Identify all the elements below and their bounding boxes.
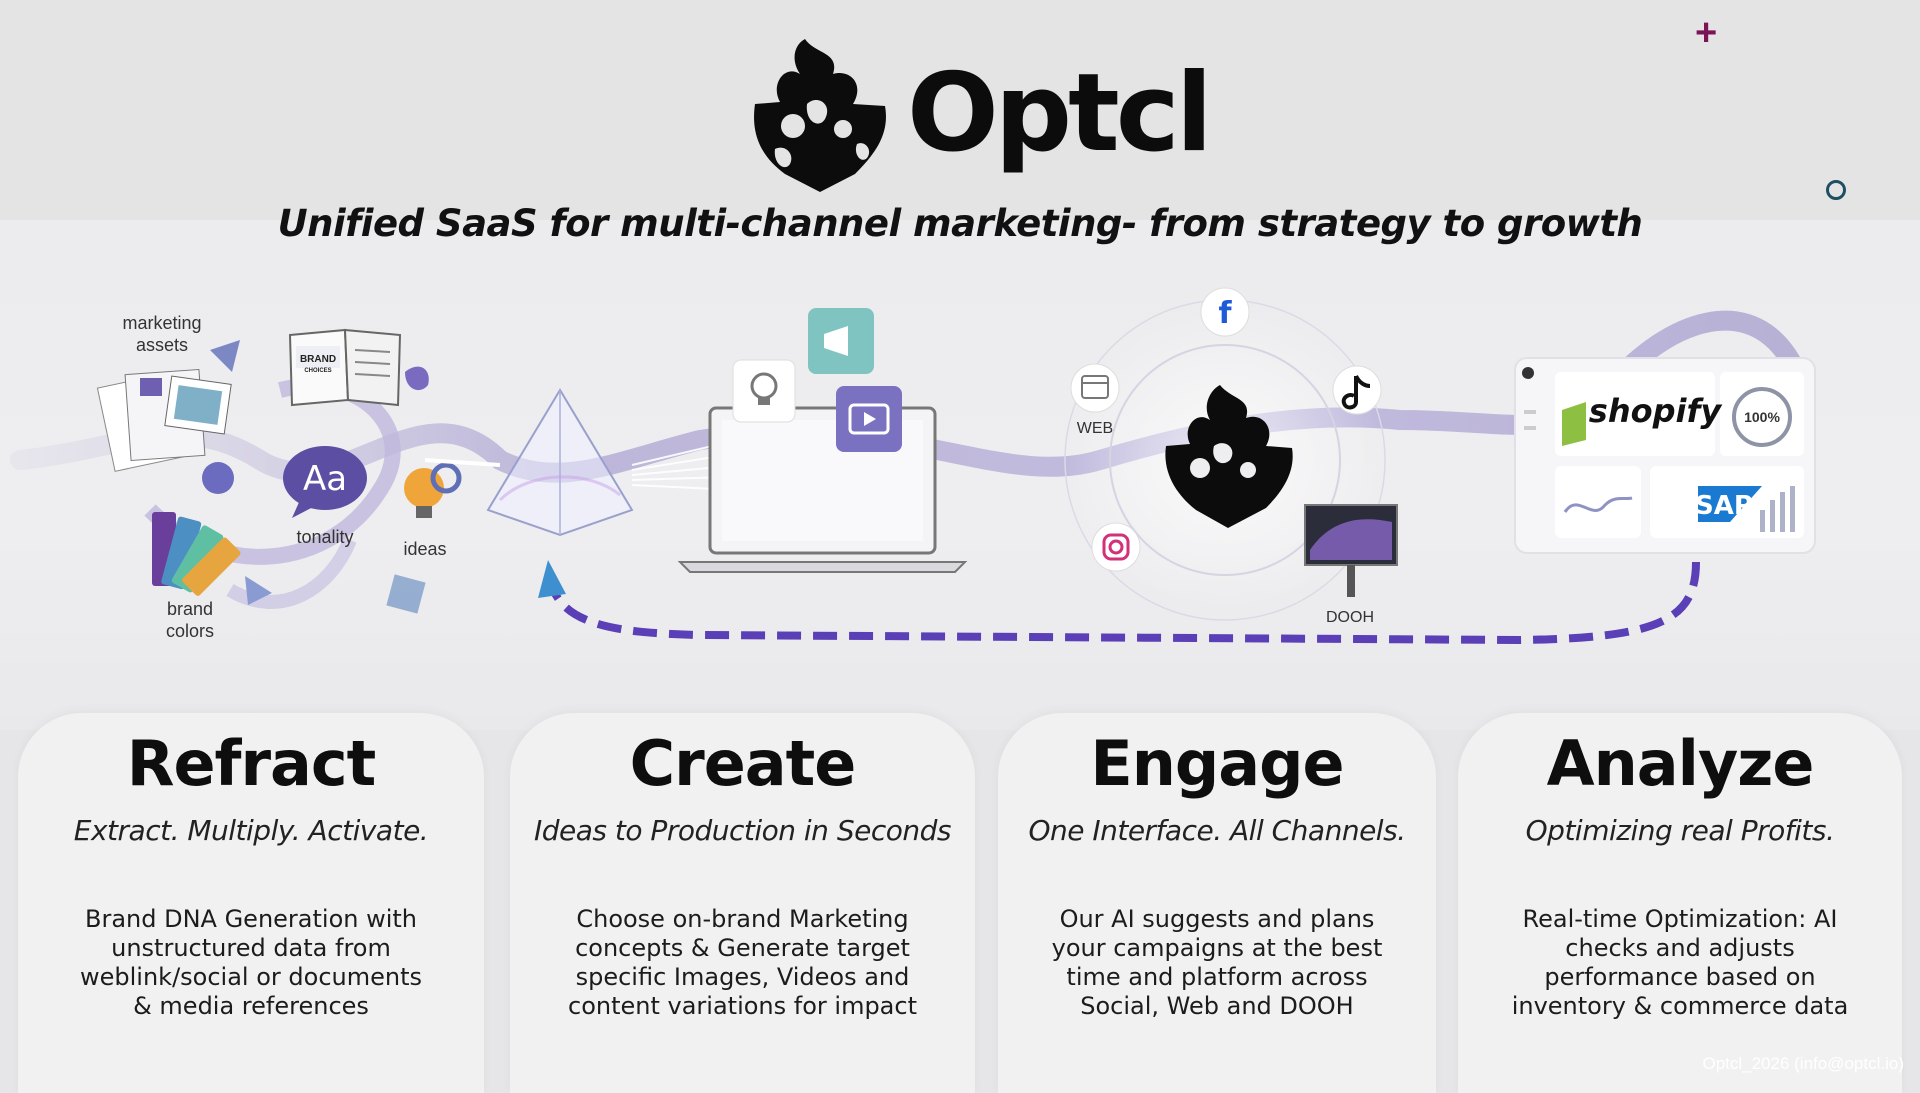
header-band <box>0 0 1920 220</box>
dashboard-panel-icon <box>1514 357 1816 554</box>
ideas-bulb-icon <box>404 462 462 518</box>
tonality-label: tonality <box>296 527 354 547</box>
instagram-icon <box>1091 522 1141 572</box>
brand-book-icon <box>288 328 402 407</box>
card-description: Real-time Optimization: AI checks and ad… <box>1511 905 1849 1020</box>
brand-colors-label: brand colors <box>165 599 214 641</box>
card-description: Brand DNA Generation with unstructured d… <box>80 905 422 1020</box>
logo: Optcl <box>745 34 1213 194</box>
card-description: Choose on-brand Marketing concepts & Gen… <box>568 905 917 1020</box>
gauge-value: 100% <box>1744 409 1780 425</box>
dooh-billboard-icon <box>1304 504 1398 597</box>
ideas-label: ideas <box>403 539 447 559</box>
arrow-head-icon <box>538 560 566 598</box>
card-title: Engage <box>1090 727 1344 800</box>
lightbulb-card-icon <box>732 359 796 423</box>
megaphone-card-icon <box>808 308 874 374</box>
web-icon <box>1070 363 1120 413</box>
card-description: Our AI suggests and plans your campaigns… <box>1051 905 1383 1020</box>
hub-logo-icon <box>1165 385 1293 528</box>
tiktok-icon <box>1332 365 1382 415</box>
video-card-icon <box>836 386 902 452</box>
card-subtitle: Extract. Multiply. Activate. <box>73 814 429 847</box>
tonality-bubble-icon <box>283 446 367 518</box>
circle-decoration-icon <box>1826 180 1846 200</box>
brand-colors-icon <box>152 512 241 596</box>
triangle-shape-2-icon <box>245 576 272 605</box>
triangle-shape-icon <box>210 340 240 372</box>
marketing-assets-label: marketing assets <box>122 313 202 355</box>
card-title: Refract <box>126 727 377 800</box>
card-title: Create <box>629 727 857 800</box>
shopify-logo-text: shopify <box>1589 392 1723 430</box>
feedback-loop-arrow <box>546 561 1700 645</box>
prism-icon <box>486 388 634 537</box>
square-shape-icon <box>386 574 426 614</box>
card-refract: Refract Extract. Multiply. Activate. Bra… <box>18 713 484 1093</box>
brand-wordmark: Optcl <box>907 51 1213 176</box>
laptop-icon <box>677 406 968 573</box>
tonality-glyph: Aa <box>303 459 347 499</box>
sap-logo-text: SAP <box>1695 491 1753 521</box>
card-analyze: Analyze Optimizing real Profits. Real-ti… <box>1458 713 1902 1093</box>
dot-shape-icon <box>202 462 234 494</box>
card-create: Create Ideas to Production in Seconds Ch… <box>510 713 975 1093</box>
card-subtitle: Optimizing real Profits. <box>1525 814 1835 847</box>
svg-text:f: f <box>1218 296 1232 331</box>
card-title: Analyze <box>1546 727 1815 800</box>
card-subtitle: Ideas to Production in Seconds <box>534 814 951 847</box>
optcl-logo-mark-icon <box>754 39 886 192</box>
tagline: Unified SaaS for multi-channel marketing… <box>277 202 1643 245</box>
footer-note: Optcl_2026 (info@optcl.io) <box>1702 1054 1904 1073</box>
card-engage: Engage One Interface. All Channels. Our … <box>998 713 1436 1093</box>
facebook-icon: f <box>1200 287 1250 337</box>
plus-decoration-icon: + <box>1695 12 1718 54</box>
marketing-assets-icon <box>96 368 232 472</box>
dooh-label: DOOH <box>1326 609 1374 626</box>
web-label: WEB <box>1076 420 1114 437</box>
card-subtitle: One Interface. All Channels. <box>1028 814 1406 847</box>
